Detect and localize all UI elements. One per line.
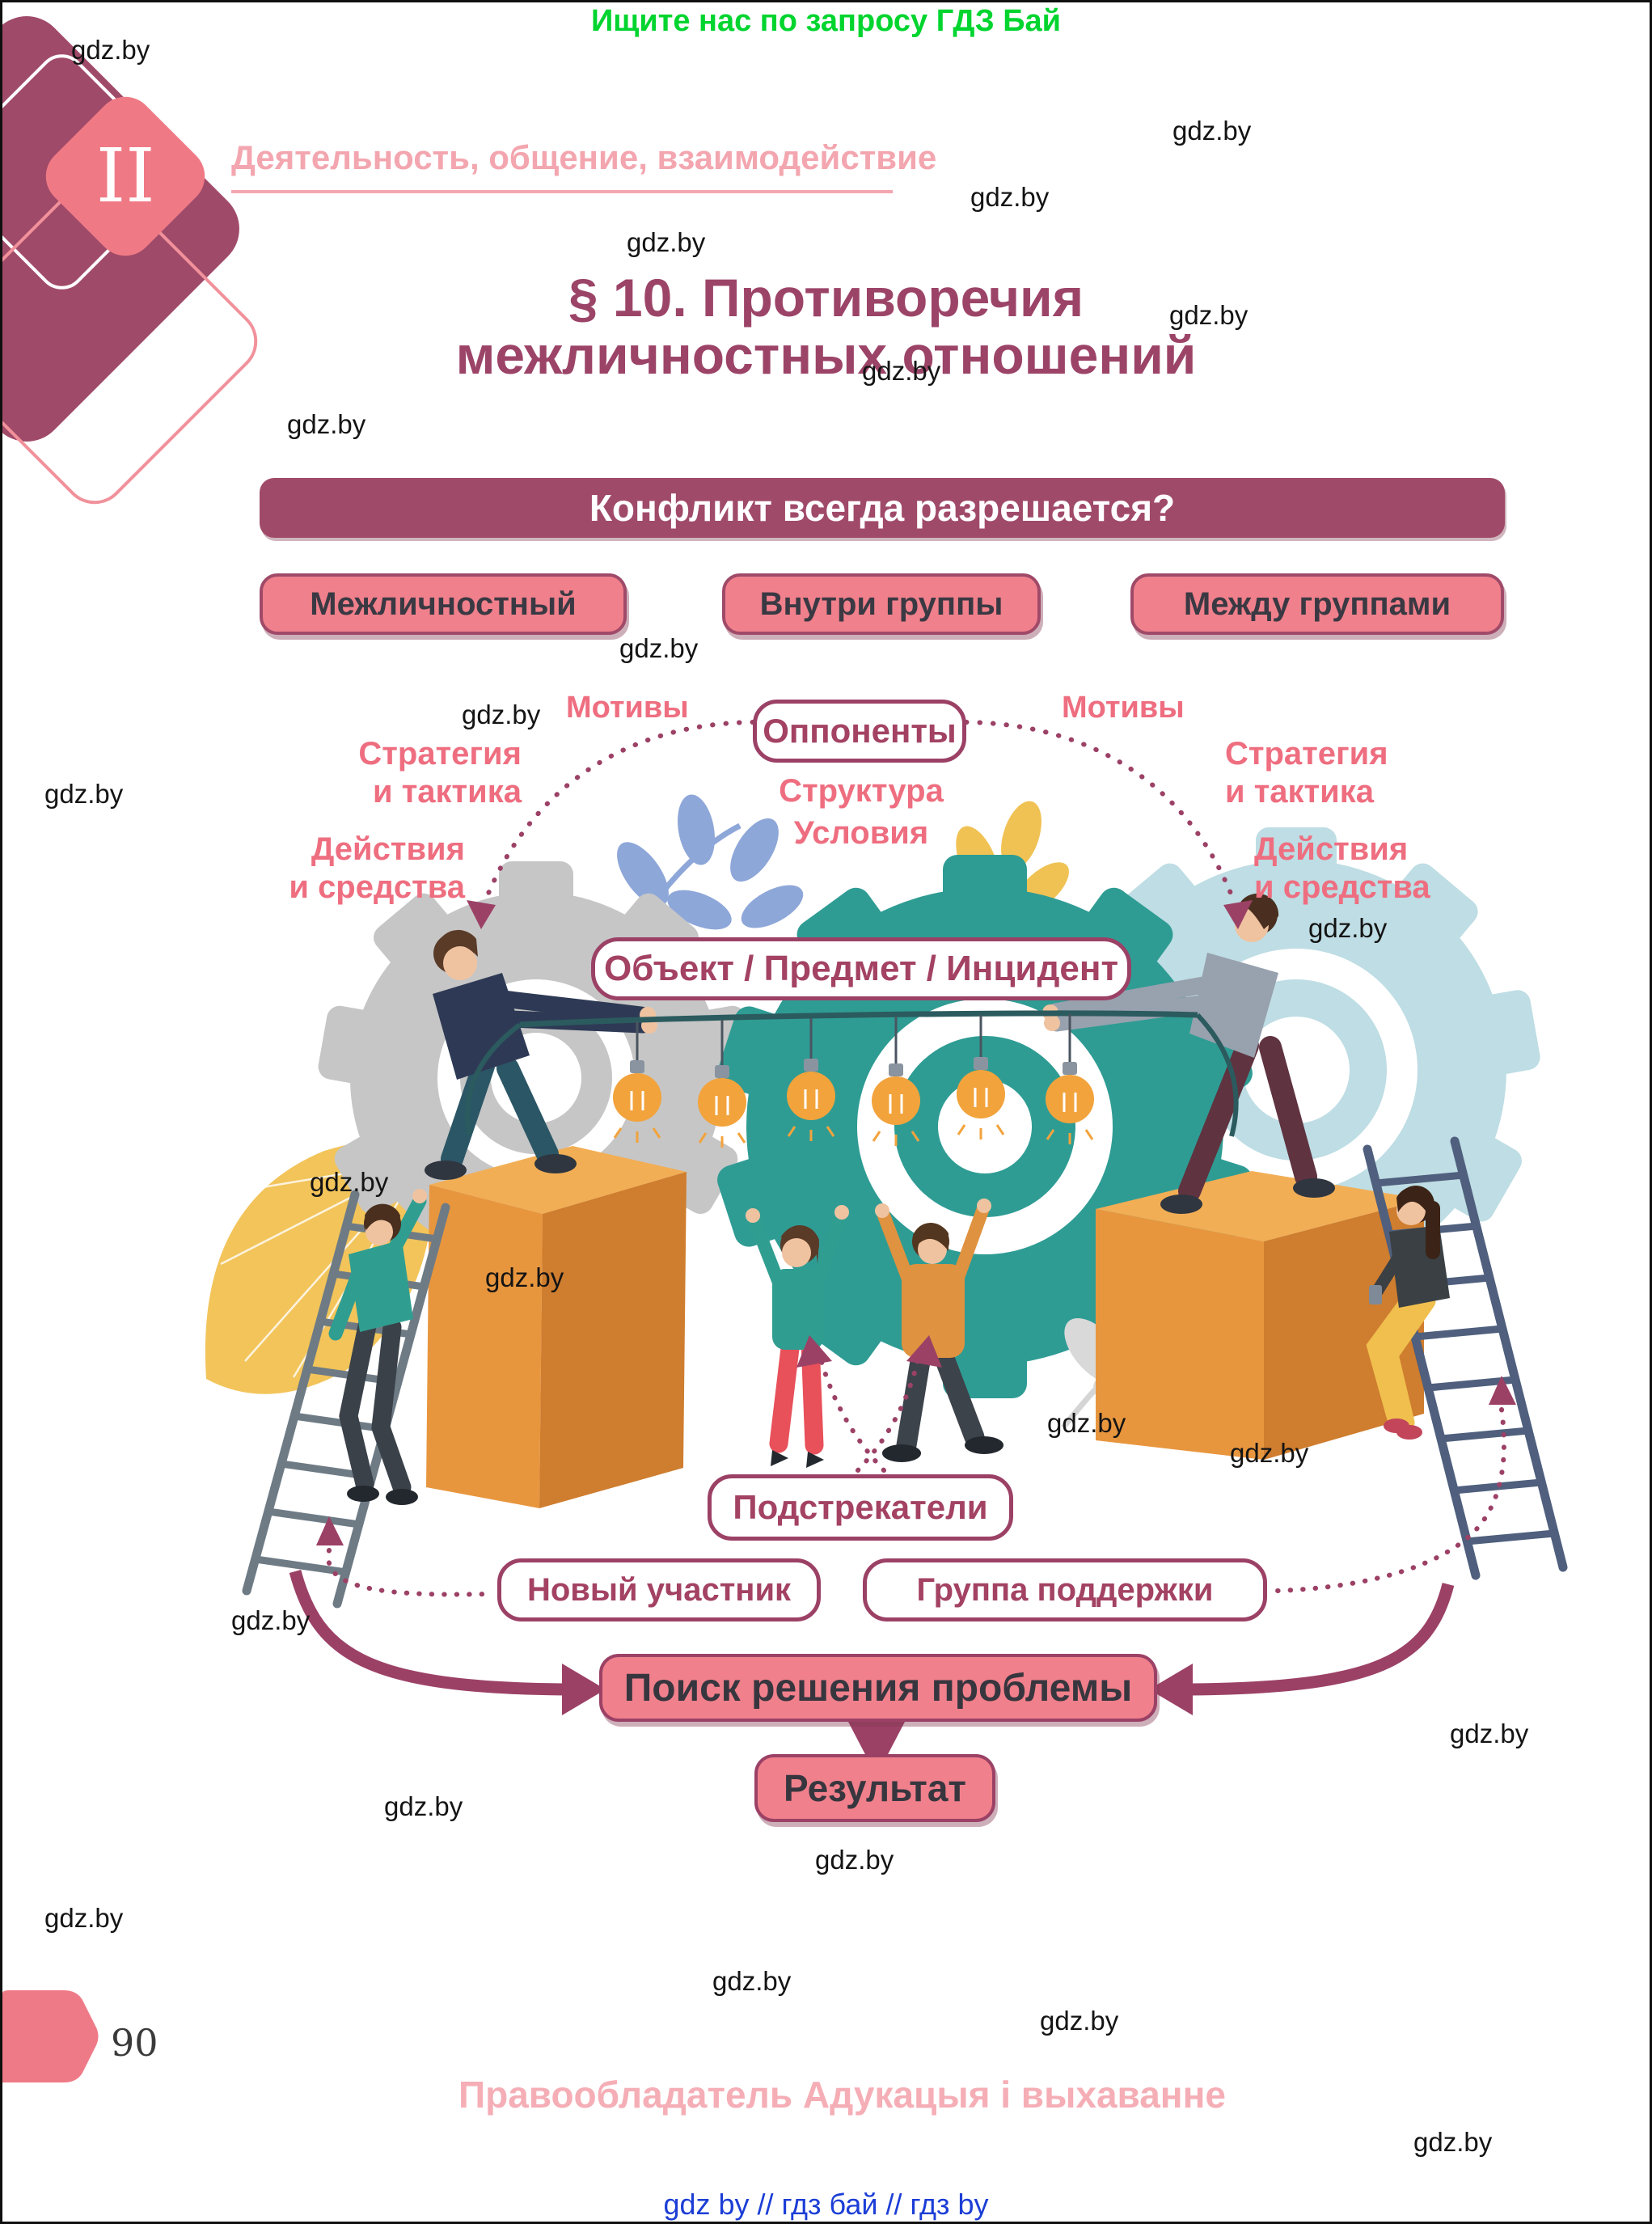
person-sitting-ladder — [1366, 1186, 1450, 1440]
paragraph-title: § 10. Противоречия межличностных отношен… — [2, 268, 1650, 386]
opponents-dotted-arcs — [467, 720, 1253, 929]
gdz-watermark: gdz.by — [485, 1262, 564, 1292]
gdz-watermark: gdz.by — [1047, 1408, 1126, 1438]
question-banner: Конфликт всегда разрешается? — [260, 478, 1505, 538]
gdz-watermark: gdz.by — [1413, 2127, 1493, 2157]
label-structure: Структура — [779, 773, 944, 809]
gdz-watermark: gdz.by — [1172, 116, 1252, 146]
gdz-watermark: gdz.by — [1230, 1438, 1309, 1468]
label-strategy-right: Стратегия и тактика — [1225, 736, 1388, 810]
conflict-type-interpersonal: Межличностный — [260, 573, 627, 635]
solution-arrows — [289, 1570, 1455, 1715]
promo-banner-text: Ищите нас по запросу ГДЗ Бай — [590, 4, 1062, 38]
gdz-watermark: gdz.by — [1450, 1719, 1529, 1748]
page-number: 90 — [111, 2021, 158, 2065]
gdz-watermark: gdz.by — [1308, 913, 1388, 943]
label-actions-left: Действия и средства — [289, 831, 465, 906]
person-celebrating-man — [875, 1199, 1003, 1462]
support-group-dotted-trail — [1274, 1376, 1516, 1593]
copyright-line: Правообладатель Адукацыя і выхаванне — [458, 2074, 1226, 2116]
chapter-underline — [231, 190, 893, 193]
rope — [465, 1010, 1239, 1137]
right-ladder — [1363, 1136, 1568, 1580]
label-new-participant: Новый участник — [497, 1558, 821, 1621]
conflict-type-within-group: Внутри группы — [722, 573, 1041, 635]
right-box — [1096, 1171, 1424, 1460]
label-instigators: Подстрекатели — [708, 1474, 1013, 1541]
lightbulbs — [613, 1013, 1094, 1148]
label-strategy-left: Стратегия и тактика — [358, 736, 522, 810]
gdz-watermark: gdz.by — [1040, 2006, 1119, 2036]
label-solution-search: Поиск решения проблемы — [599, 1654, 1157, 1722]
gdz-watermark: gdz.by — [815, 1845, 894, 1875]
gdz-watermark: gdz.by — [44, 1903, 124, 1933]
gdz-watermark: gdz.by — [712, 1966, 792, 1996]
label-opponents: Оппоненты — [753, 700, 966, 763]
page-number-tag — [2, 1990, 99, 2082]
title-line-1: § 10. Противоречия — [568, 268, 1084, 328]
gdz-watermark: gdz.by — [619, 633, 699, 663]
label-support-group: Группа поддержки — [863, 1558, 1267, 1621]
label-motives-left: Мотивы — [566, 691, 689, 725]
instigators-dotted-arrows — [796, 1335, 942, 1473]
new-participant-dotted-trail — [316, 1516, 490, 1597]
conflict-type-between-groups: Между группами — [1130, 573, 1504, 635]
label-conditions: Условия — [793, 815, 929, 851]
gdz-watermark: gdz.by — [287, 409, 366, 439]
gdz-watermark: gdz.by — [627, 227, 706, 257]
chapter-header: Деятельность, общение, взаимодействие — [231, 138, 937, 176]
gdz-watermark: gdz.by — [310, 1167, 389, 1197]
label-result: Результат — [754, 1754, 995, 1822]
label-object-subject-incident: Объект / Предмет / Инцидент — [591, 937, 1131, 1000]
gdz-watermark: gdz.by — [71, 35, 150, 65]
label-actions-right: Действия и средства — [1254, 831, 1430, 906]
gdz-watermark: gdz.by — [231, 1605, 311, 1635]
title-line-2: межличностных отношений — [455, 325, 1197, 386]
gdz-watermark: gdz.by — [462, 700, 541, 729]
gdz-watermark: gdz.by — [44, 779, 124, 809]
gdz-watermark: gdz.by — [384, 1791, 463, 1821]
person-left-opponent — [425, 929, 657, 1180]
person-climbing — [328, 1189, 427, 1505]
left-box — [426, 1146, 687, 1508]
result-arrow — [848, 1722, 905, 1759]
gdz-watermark: gdz.by — [970, 182, 1050, 212]
chapter-ribbon: II — [2, 2, 277, 518]
section-number: II — [95, 133, 155, 219]
gdz-watermark: gdz.by — [862, 356, 941, 386]
footer-links: gdz by // гдз бай // гдз by — [663, 2188, 989, 2221]
label-motives-right: Мотивы — [1062, 691, 1185, 725]
gdz-watermark: gdz.by — [1169, 300, 1249, 330]
